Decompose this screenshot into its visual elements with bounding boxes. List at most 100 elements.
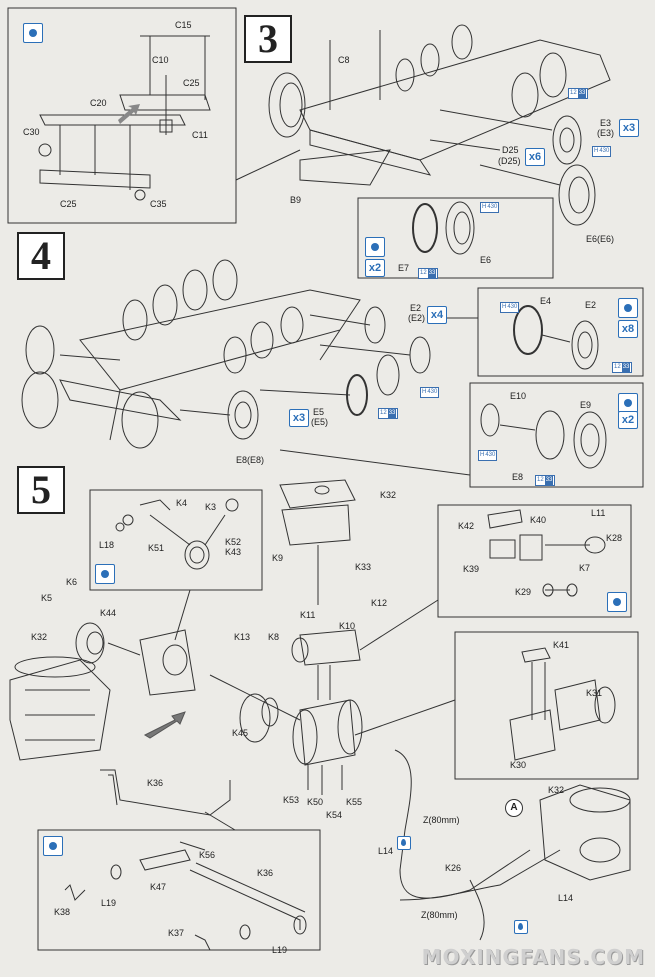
part-label: E8(E8) (236, 455, 265, 465)
part-label: K30 (510, 760, 527, 770)
step5-inset-k36 (37, 829, 321, 951)
part-label: Z(80mm) (421, 910, 458, 920)
part-label: L19 (272, 945, 288, 955)
part-label: K33 (355, 562, 372, 572)
glue-icon (365, 237, 385, 257)
part-label: K32 (31, 632, 48, 642)
part-label: C30 (23, 127, 40, 137)
multiplier-badge: x4 (427, 306, 447, 324)
glue-icon (607, 592, 627, 612)
part-label: K11 (300, 610, 316, 620)
water-drop-icon (397, 836, 411, 850)
part-label: E8 (512, 472, 524, 482)
multiplier-badge: x2 (618, 411, 638, 429)
glue-icon (43, 836, 63, 856)
chassis-step4 (59, 289, 361, 441)
glue-icon (95, 564, 115, 584)
multiplier-badge: x3 (289, 409, 309, 427)
part-label: E5 (313, 407, 325, 417)
multiplier-badge: x8 (618, 320, 638, 338)
wheels-step4 (21, 259, 431, 449)
part-label: K6 (66, 577, 78, 587)
part-label: C8 (338, 55, 350, 65)
part-label: E9 (580, 400, 592, 410)
part-label: K50 (307, 797, 324, 807)
part-label: (E3) (597, 128, 615, 138)
watermark: MOXINGFANS.COM (421, 945, 645, 969)
multiplier-badge: x3 (619, 119, 639, 137)
part-label: (D25) (498, 156, 521, 166)
part-label: E6 (480, 255, 492, 265)
part-label: K26 (445, 863, 462, 873)
part-label: E6(E6) (586, 234, 615, 244)
part-label: C25 (183, 78, 200, 88)
part-label: C15 (175, 20, 192, 30)
step-number-3: 3 (244, 15, 292, 63)
wheels-step3 (268, 24, 596, 226)
step5-inset-k41 (454, 631, 639, 780)
part-label: K28 (606, 533, 623, 543)
part-label: E7 (398, 263, 410, 273)
part-label: K8 (268, 632, 280, 642)
part-label: E2 (410, 303, 422, 313)
part-label: L18 (99, 540, 115, 550)
part-label: Z(80mm) (423, 815, 460, 825)
step5-inset-k4 (89, 489, 263, 591)
part-label: (E5) (311, 417, 329, 427)
part-label: E10 (510, 391, 527, 401)
part-label: K54 (326, 810, 343, 820)
part-label: E3 (600, 118, 612, 128)
part-label: K4 (176, 498, 188, 508)
part-label: D25 (502, 145, 519, 155)
step-number-5: 5 (17, 466, 65, 514)
part-label: L14 (558, 893, 574, 903)
water-drop-icon (514, 920, 528, 934)
part-label: K37 (168, 928, 185, 938)
step4-sub-box-a (477, 287, 644, 377)
part-label: K36 (257, 868, 274, 878)
part-label: L11 (591, 508, 606, 518)
part-label: K36 (147, 778, 164, 788)
part-label: C10 (152, 55, 169, 65)
part-label: K47 (150, 882, 167, 892)
part-label: K40 (530, 515, 547, 525)
part-label: K52 (225, 537, 242, 547)
part-label: K12 (371, 598, 388, 608)
part-label: K42 (458, 521, 475, 531)
part-label: L14 (378, 846, 394, 856)
part-label: C35 (150, 199, 167, 209)
part-label: K29 (515, 587, 532, 597)
part-label: K32 (380, 490, 397, 500)
part-label: K38 (54, 907, 71, 917)
part-label: C20 (90, 98, 107, 108)
part-label: E4 (540, 296, 552, 306)
part-label: K39 (463, 564, 480, 574)
part-label: C11 (192, 130, 208, 140)
b9-plate (299, 149, 391, 186)
step3-inset-arrow (118, 104, 140, 124)
step5-inset-k42 (437, 504, 632, 618)
glue-icon (618, 393, 638, 413)
multiplier-badge: x6 (525, 148, 545, 166)
part-label: K45 (232, 728, 249, 738)
step4-sub-box-b (469, 382, 644, 488)
part-label: K51 (148, 543, 165, 553)
part-label: K43 (225, 547, 242, 557)
part-label: K32 (548, 785, 565, 795)
part-label: K41 (553, 640, 570, 650)
part-label: K31 (586, 688, 603, 698)
part-label: E2 (585, 300, 597, 310)
step3-sub-box (357, 197, 554, 279)
part-label: (E2) (408, 313, 426, 323)
glue-icon (23, 23, 43, 43)
